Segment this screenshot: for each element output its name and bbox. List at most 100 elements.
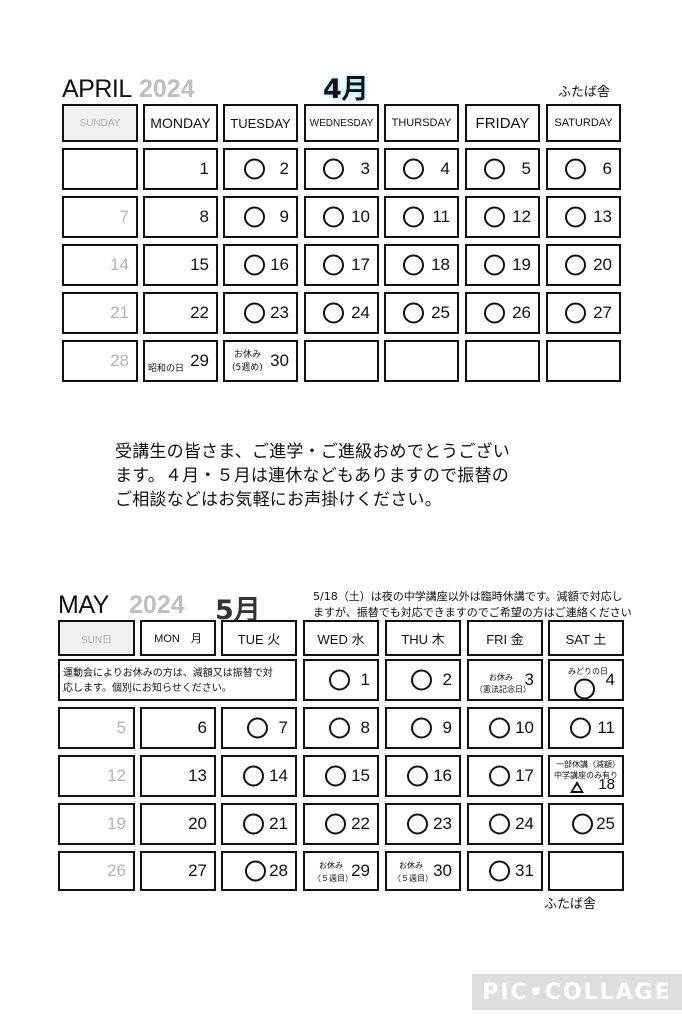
class-circle-icon xyxy=(570,717,591,739)
april-day-cell: 9 xyxy=(223,196,298,238)
class-circle-icon xyxy=(411,669,432,691)
april-header-sunday: SUNDAY xyxy=(62,104,138,142)
april-day-cell: 28 xyxy=(62,340,138,382)
april-day-cell: 20 xyxy=(546,244,621,286)
april-header-wednesday: WEDNESDAY xyxy=(304,104,379,142)
may-day-cell: 17 xyxy=(467,755,543,797)
class-circle-icon xyxy=(484,254,505,276)
off-label: お休み xyxy=(399,861,423,870)
class-circle-icon xyxy=(329,669,350,691)
class-circle-icon xyxy=(403,302,424,324)
april-day-cell: 18 xyxy=(384,244,459,286)
may-day-cell-holiday: みどりの日 4 xyxy=(548,659,624,701)
may-day-cell: 22 xyxy=(303,803,379,845)
class-circle-icon xyxy=(323,206,344,228)
april-day-cell: 17 xyxy=(304,244,379,286)
class-circle-icon xyxy=(407,813,428,835)
april-day-cell: 10 xyxy=(304,196,379,238)
may-day-cell: 25 xyxy=(548,803,624,845)
april-day-cell: 11 xyxy=(384,196,459,238)
april-day-cell: 16 xyxy=(223,244,298,286)
class-circle-icon xyxy=(411,717,432,739)
may-header-wednesday: WED 水 xyxy=(303,620,379,656)
may-notice: 5/18（土）は夜の中学講座以外は臨時休講です。減額で対応し ますが、振替でも対… xyxy=(313,590,632,619)
class-circle-icon xyxy=(407,765,428,787)
class-circle-icon xyxy=(403,206,424,228)
class-circle-icon xyxy=(243,765,264,787)
may-day-cell: 8 xyxy=(303,707,379,749)
may-header-friday: FRI 金 xyxy=(467,620,543,656)
app-watermark: PIC•COLLAGE xyxy=(472,974,682,1010)
april-shop-name: ふたば舎 xyxy=(558,85,611,100)
may-day-cell-partial: 一部休講（減額） 中学講座のみ有り 18 xyxy=(548,755,624,797)
may-day-cell: 1 xyxy=(303,659,379,701)
april-header-thursday: THURSDAY xyxy=(384,104,459,142)
may-day-cell: 31 xyxy=(467,851,543,891)
april-title-jp: 4月 xyxy=(323,74,369,105)
may-day-cell: 5 xyxy=(58,707,135,749)
may-day-cell: 21 xyxy=(221,803,297,845)
class-circle-icon xyxy=(565,206,586,228)
may-day-cell: 19 xyxy=(58,803,135,845)
april-day-cell: 19 xyxy=(465,244,540,286)
off-week-label: （５週目） xyxy=(313,874,353,883)
april-day-cell: 13 xyxy=(546,196,621,238)
class-circle-icon xyxy=(484,206,505,228)
class-circle-icon xyxy=(484,302,505,324)
april-day-cell-off: お休み (5週め) 30 xyxy=(223,340,298,382)
class-circle-icon xyxy=(325,765,346,787)
april-day-cell-holiday: 昭和の日 29 xyxy=(143,340,218,382)
holiday-label: 昭和の日 xyxy=(148,364,185,374)
may-shop-name: ふたば舎 xyxy=(544,897,597,912)
april-header-saturday: SATURDAY xyxy=(546,104,621,142)
april-day-cell: 22 xyxy=(143,292,218,334)
class-circle-icon xyxy=(489,717,510,739)
april-day-cell: 5 xyxy=(465,148,540,190)
april-day-cell xyxy=(62,148,138,190)
april-title: APRIL xyxy=(62,75,132,103)
april-day-cell: 27 xyxy=(546,292,621,334)
may-day-cell: 24 xyxy=(467,803,543,845)
off-label: お休み xyxy=(234,350,262,360)
may-day-cell: 13 xyxy=(140,755,216,797)
class-circle-icon xyxy=(243,813,264,835)
class-circle-icon xyxy=(244,158,265,180)
april-day-cell: 23 xyxy=(223,292,298,334)
off-label: お休み xyxy=(489,673,513,682)
april-day-cell: 21 xyxy=(62,292,138,334)
class-circle-icon xyxy=(403,158,424,180)
may-day-cell: 6 xyxy=(140,707,216,749)
may-day-cell: 7 xyxy=(221,707,297,749)
class-circle-icon xyxy=(323,254,344,276)
april-day-cell xyxy=(546,340,621,382)
class-circle-icon xyxy=(244,302,265,324)
may-day-cell: 28 xyxy=(221,851,297,891)
april-day-cell: 7 xyxy=(62,196,138,238)
holiday-label: みどりの日 xyxy=(568,667,608,676)
off-week-label: (5週め) xyxy=(232,363,263,373)
april-day-cell: 14 xyxy=(62,244,138,286)
april-day-cell: 6 xyxy=(546,148,621,190)
may-header-sunday: SUN日 xyxy=(58,620,135,656)
april-day-cell: 8 xyxy=(143,196,218,238)
may-day-cell: 23 xyxy=(385,803,461,845)
may-day-cell-off: お休み （５週目） 29 xyxy=(303,851,379,891)
may-day-cell: 2 xyxy=(385,659,461,701)
may-header-saturday: SAT 土 xyxy=(548,620,624,656)
april-year: 2024 xyxy=(139,75,195,103)
may-day-cell: 12 xyxy=(58,755,135,797)
may-day-cell xyxy=(548,851,624,891)
class-circle-icon xyxy=(323,158,344,180)
junior-high-only-label: 中学講座のみ有り xyxy=(554,771,618,780)
may-day-cell: 27 xyxy=(140,851,216,891)
april-day-cell xyxy=(304,340,379,382)
april-day-cell: 25 xyxy=(384,292,459,334)
class-circle-icon xyxy=(247,717,268,739)
class-circle-icon xyxy=(325,813,346,835)
off-label: お休み xyxy=(319,861,343,870)
class-circle-icon xyxy=(484,158,505,180)
may-day-cell: 20 xyxy=(140,803,216,845)
may-header-thursday: THU 木 xyxy=(385,620,461,656)
may-title: MAY xyxy=(58,591,109,619)
april-day-cell: 4 xyxy=(384,148,459,190)
